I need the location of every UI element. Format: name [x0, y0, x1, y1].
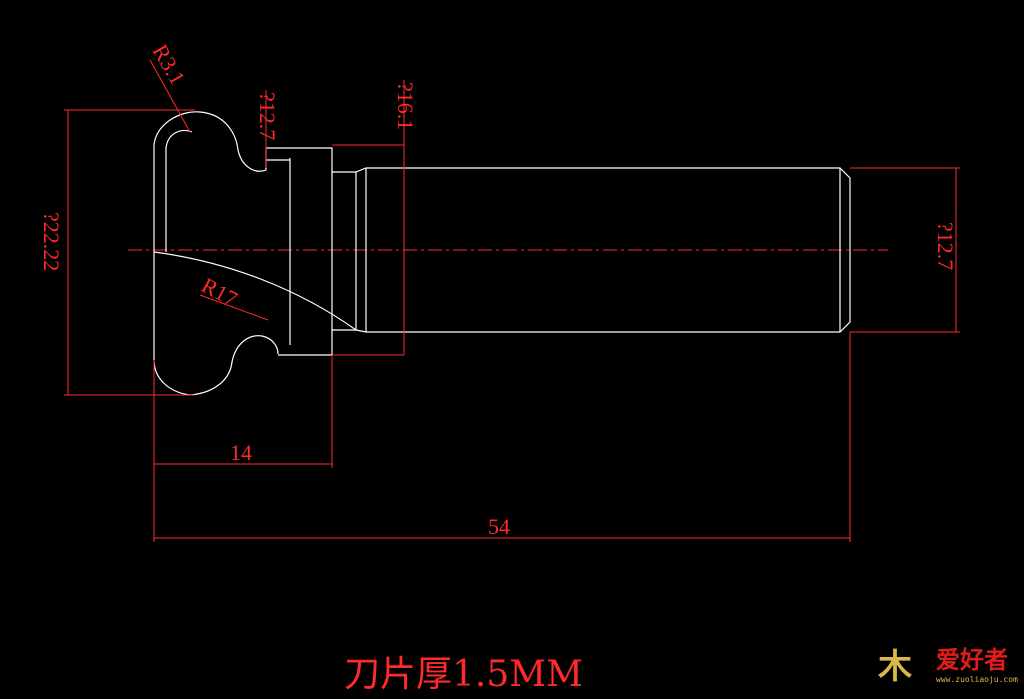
dim-radius-cut: R17 [198, 272, 242, 311]
dim-dia-cutter: ?22.22 [39, 212, 64, 271]
caption-blade-thickness: 刀片厚1.5MM [344, 654, 583, 695]
cutter-head-inner [165, 129, 193, 252]
neck [332, 171, 357, 331]
logo-mark: 木 [877, 647, 912, 687]
spiral-cut [153, 251, 357, 331]
dim-length-head: 14 [230, 440, 252, 465]
dim-dia-collar: ?16.1 [393, 82, 418, 130]
dim-length-total: 54 [488, 514, 510, 539]
logo-url: www.zuoliaoju.com [936, 675, 1018, 684]
shank [355, 167, 851, 333]
collar [266, 147, 333, 356]
part-outline [153, 111, 851, 396]
dimension-lines [64, 59, 960, 542]
cutter-head-profile [153, 111, 267, 396]
cutter-head-bottom [189, 335, 279, 396]
logo-name: 爱好者 [936, 646, 1008, 674]
watermark-logo: 木 爱好者 www.zuoliaoju.com [877, 646, 1018, 687]
dim-dia-neck: ?12.7 [255, 92, 280, 140]
dim-dia-shank: ?12.7 [933, 222, 958, 270]
dim-radius-top: R3.1 [148, 40, 191, 89]
